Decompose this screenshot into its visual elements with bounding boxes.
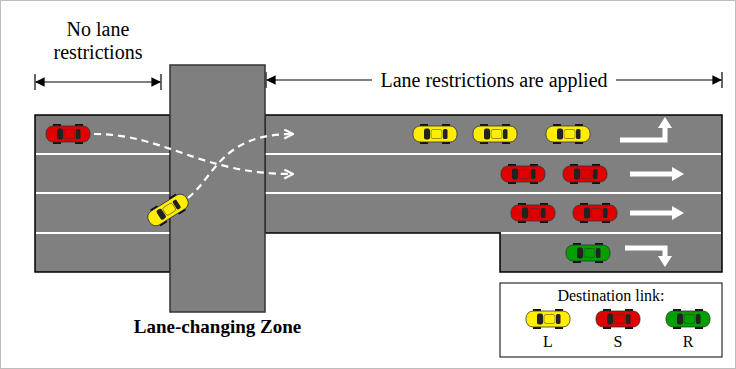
- legend-label: S: [614, 333, 623, 351]
- region-label: Lane restrictions are applied: [372, 69, 615, 92]
- zone-label: Lane-changing Zone: [134, 316, 301, 338]
- lane-line: [36, 154, 721, 233]
- road-segment: [265, 115, 722, 272]
- legend-label: R: [683, 333, 694, 351]
- car: [46, 124, 617, 263]
- lane-changing-zone: [170, 65, 265, 312]
- road-segment: [35, 115, 170, 272]
- legend-label: L: [543, 333, 553, 351]
- lane-change-path: [94, 134, 292, 198]
- direction-arrowhead: [658, 117, 684, 267]
- legend-heading: Destination link:: [557, 287, 664, 305]
- legend-car: [526, 309, 710, 329]
- zone-region: Lane-changing Zone: [170, 65, 265, 312]
- region-label: No lane restrictions: [36, 18, 161, 64]
- direction-arrow: [620, 126, 674, 258]
- legend-box: [500, 283, 722, 357]
